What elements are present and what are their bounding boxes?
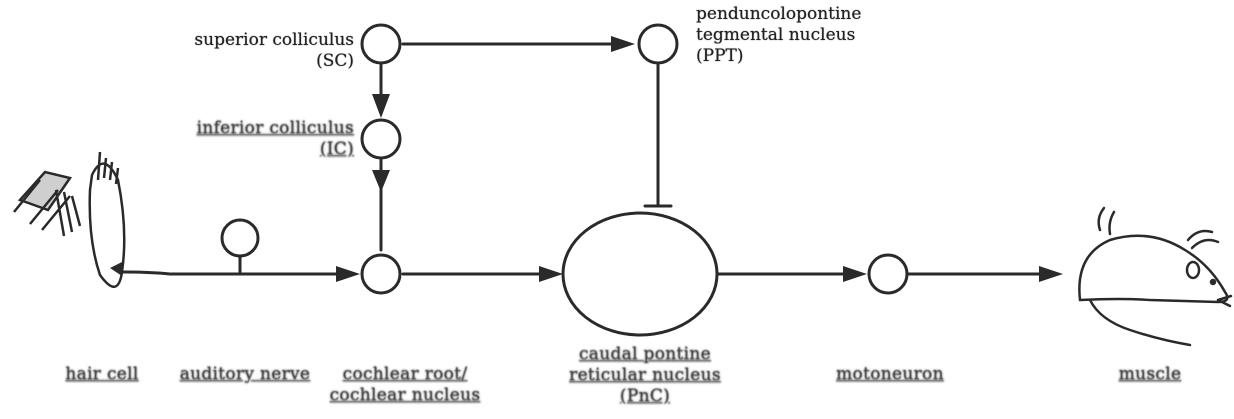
label-superior-colliculus-line1: superior colliculus	[194, 30, 354, 50]
arrowhead-ic-input	[372, 94, 390, 118]
label-inferior-colliculus-line2: (IC)	[319, 139, 354, 159]
connection-haircell-to-cochlear	[120, 270, 342, 276]
node-superior-colliculus	[360, 23, 402, 65]
arrowhead-ppt-input	[611, 36, 635, 52]
label-inferior-colliculus: inferior colliculus (IC)	[197, 118, 354, 160]
mouse-icon	[1078, 206, 1233, 347]
label-cochlear-root: cochlear root/ cochlear nucleus	[305, 364, 505, 406]
node-inferior-colliculus	[360, 118, 402, 160]
label-superior-colliculus-line2: (SC)	[316, 51, 354, 71]
label-inferior-colliculus-line1: inferior colliculus	[196, 118, 354, 138]
label-muscle: muscle	[1095, 364, 1205, 385]
node-auditory-nerve	[220, 218, 260, 258]
label-pnc-line2: reticular nucleus	[569, 365, 721, 385]
node-cochlear-root	[360, 253, 402, 295]
label-auditory-nerve: auditory nerve	[170, 364, 320, 385]
arrowhead-pnc-input	[539, 266, 563, 282]
label-pnc-line1: caudal pontine	[578, 344, 711, 364]
arrowhead-cochlear-input	[336, 266, 360, 282]
hair-cell-icon	[13, 151, 126, 288]
label-ppt-line1: penduncolopontine	[696, 4, 862, 24]
label-pnc-line3: (PnC)	[619, 386, 671, 406]
label-auditory-nerve-line1: auditory nerve	[179, 364, 311, 384]
node-pnc	[561, 211, 719, 337]
arrowhead-muscle-input	[1039, 266, 1063, 282]
label-ppt-line3: (PPT)	[696, 46, 744, 66]
label-hair-cell-line1: hair cell	[65, 364, 139, 384]
node-motoneuron	[867, 253, 909, 295]
label-motoneuron: motoneuron	[810, 364, 970, 385]
label-hair-cell: hair cell	[52, 364, 152, 385]
arrowhead-motoneuron-input	[843, 266, 867, 282]
label-pnc: caudal pontine reticular nucleus (PnC)	[545, 344, 745, 407]
node-ppt	[637, 23, 679, 65]
label-cochlear-root-line1: cochlear root/	[342, 364, 468, 384]
label-ppt: penduncolopontine tegmental nucleus (PPT…	[696, 4, 861, 67]
label-motoneuron-line1: motoneuron	[836, 364, 944, 384]
label-superior-colliculus: superior colliculus (SC)	[194, 30, 354, 72]
label-muscle-line1: muscle	[1118, 364, 1182, 384]
arrowhead-ic-to-cochlear	[372, 170, 390, 192]
label-cochlear-root-line2: cochlear nucleus	[329, 385, 481, 405]
label-ppt-line2: tegmental nucleus	[696, 25, 856, 45]
